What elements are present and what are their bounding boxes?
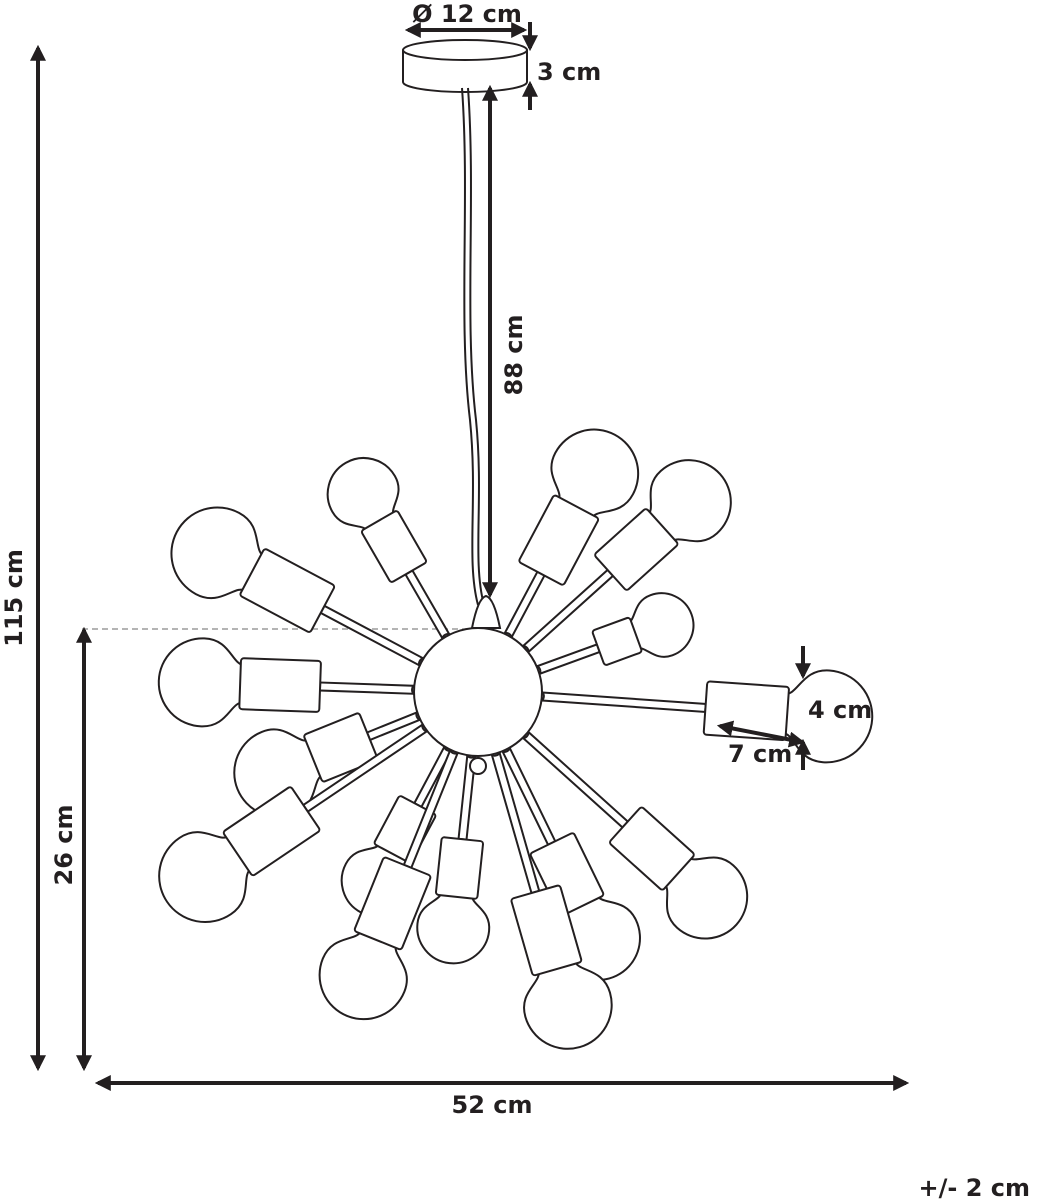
bulb-socket xyxy=(609,806,695,891)
bulb-socket xyxy=(353,856,432,951)
bulb-socket xyxy=(303,712,379,783)
bulb-socket xyxy=(518,494,600,586)
tolerance-label: +/- 2 cm xyxy=(919,1174,1030,1200)
light-bulb xyxy=(170,506,266,600)
lamp-arm xyxy=(233,707,430,818)
lamp-arm xyxy=(416,744,491,965)
suspension-cord xyxy=(461,87,485,606)
bulb-socket xyxy=(434,836,484,900)
light-bulb xyxy=(157,637,246,728)
lamp-arm xyxy=(326,457,455,648)
canopy-height-label: 3 cm xyxy=(537,58,601,86)
bulb-socket xyxy=(239,548,336,633)
bulb-socket xyxy=(591,616,643,666)
bulb-socket xyxy=(510,884,583,977)
light-bulb xyxy=(416,890,491,965)
lamp-arms xyxy=(157,428,874,1050)
lamp-arm xyxy=(527,592,695,679)
light-bulb xyxy=(158,831,254,924)
socket-length-label: 7 cm xyxy=(728,740,792,768)
bulb-socket xyxy=(361,510,427,583)
width-label: 52 cm xyxy=(452,1091,533,1119)
light-bulb xyxy=(523,958,613,1050)
bulb-diameter-label: 4 cm xyxy=(808,696,872,724)
lamp-arm xyxy=(158,718,436,924)
total-height-label: 115 cm xyxy=(0,549,28,647)
bulb-socket xyxy=(594,508,679,591)
light-bulb xyxy=(662,855,749,940)
fixture-height-label: 26 cm xyxy=(50,805,78,886)
bulb-socket xyxy=(529,832,605,917)
cord-length-label: 88 cm xyxy=(500,315,528,396)
light-bulb xyxy=(318,928,408,1021)
lamp-arm xyxy=(515,459,732,659)
light-bulb xyxy=(646,459,732,544)
lamp-arm xyxy=(515,725,749,940)
canopy-diameter-label: Ø 12 cm xyxy=(412,0,522,28)
bulb-socket xyxy=(222,786,321,877)
dimension-arrows xyxy=(30,22,910,1091)
ceiling-canopy xyxy=(402,39,528,93)
light-bulb xyxy=(626,592,695,658)
lamp-arm xyxy=(170,506,433,671)
lamp-arm xyxy=(157,637,426,728)
bulb-socket xyxy=(238,657,322,713)
light-bulb xyxy=(550,428,640,521)
light-bulb xyxy=(326,457,400,533)
